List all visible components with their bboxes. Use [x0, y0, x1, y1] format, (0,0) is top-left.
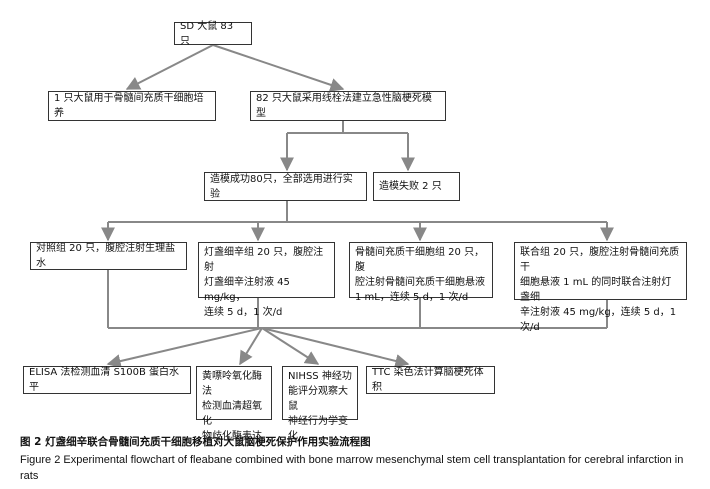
- node-combined-group: 联合组 20 只，腹腔注射骨髓间充质干 细胞悬液 1 mL 的同时联合注射灯盏细…: [514, 242, 687, 333]
- node-ttc: TTC 染色法计算脑梗死体积: [366, 366, 495, 394]
- node-root: SD 大鼠 83 只: [174, 21, 252, 47]
- node-fleabane-group: 灯盏细辛组 20 只，腹腔注射 灯盏细辛注射液 45 mg/kg， 连续 5 d…: [198, 242, 335, 318]
- figure-caption-english: Figure 2 Experimental flowchart of fleab…: [20, 454, 684, 482]
- arrow-to-elisa: [106, 327, 263, 368]
- arrow-to-xanthine: [239, 327, 263, 366]
- node-ttc-label: TTC 染色法计算脑梗死体积: [372, 367, 484, 393]
- arrow-root-to-model: [212, 44, 345, 92]
- arrow-root-to-culture: [125, 44, 214, 90]
- node-culture: 1 只大鼠用于骨髓间充质干细胞培养: [48, 91, 216, 121]
- node-bmsc-group: 骨髓间充质干细胞组 20 只，腹 腔注射骨髓间充质干细胞悬液 1 mL，连续 5…: [349, 242, 493, 303]
- node-fail: 造模失败 2 只: [373, 172, 460, 201]
- arrow-to-ttc: [261, 327, 410, 368]
- node-xanthine: 黄嘌呤氧化酶法 检测血清超氧化 物歧化酶表达: [196, 366, 272, 442]
- node-elisa-label: ELISA 法检测血清 S100B 蛋白水平: [29, 367, 180, 393]
- node-success-label: 造模成功80只，全部选用进行实验: [210, 173, 353, 200]
- node-success: 造模成功80只，全部选用进行实验: [204, 172, 367, 201]
- node-fail-label: 造模失败 2 只: [379, 181, 442, 192]
- node-model-label: 82 只大鼠采用线栓法建立急性脑梗死模型: [256, 93, 432, 119]
- node-nihss: NIHSS 神经功 能评分观察大鼠 神经行为学变化: [282, 366, 358, 442]
- arrow-to-nihss: [261, 327, 320, 365]
- node-elisa: ELISA 法检测血清 S100B 蛋白水平: [23, 366, 191, 394]
- node-culture-label: 1 只大鼠用于骨髓间充质干细胞培养: [54, 93, 204, 119]
- node-control-group: 对照组 20 只，腹腔注射生理盐水: [30, 242, 187, 270]
- node-model: 82 只大鼠采用线栓法建立急性脑梗死模型: [250, 91, 446, 121]
- node-control-label: 对照组 20 只，腹腔注射生理盐水: [36, 243, 176, 269]
- figure-caption-chinese: 图 2 灯盏细辛联合骨髓间充质干细胞移植对大鼠脑梗死保护作用实验流程图: [20, 436, 371, 448]
- node-root-label: SD 大鼠 83 只: [180, 20, 234, 47]
